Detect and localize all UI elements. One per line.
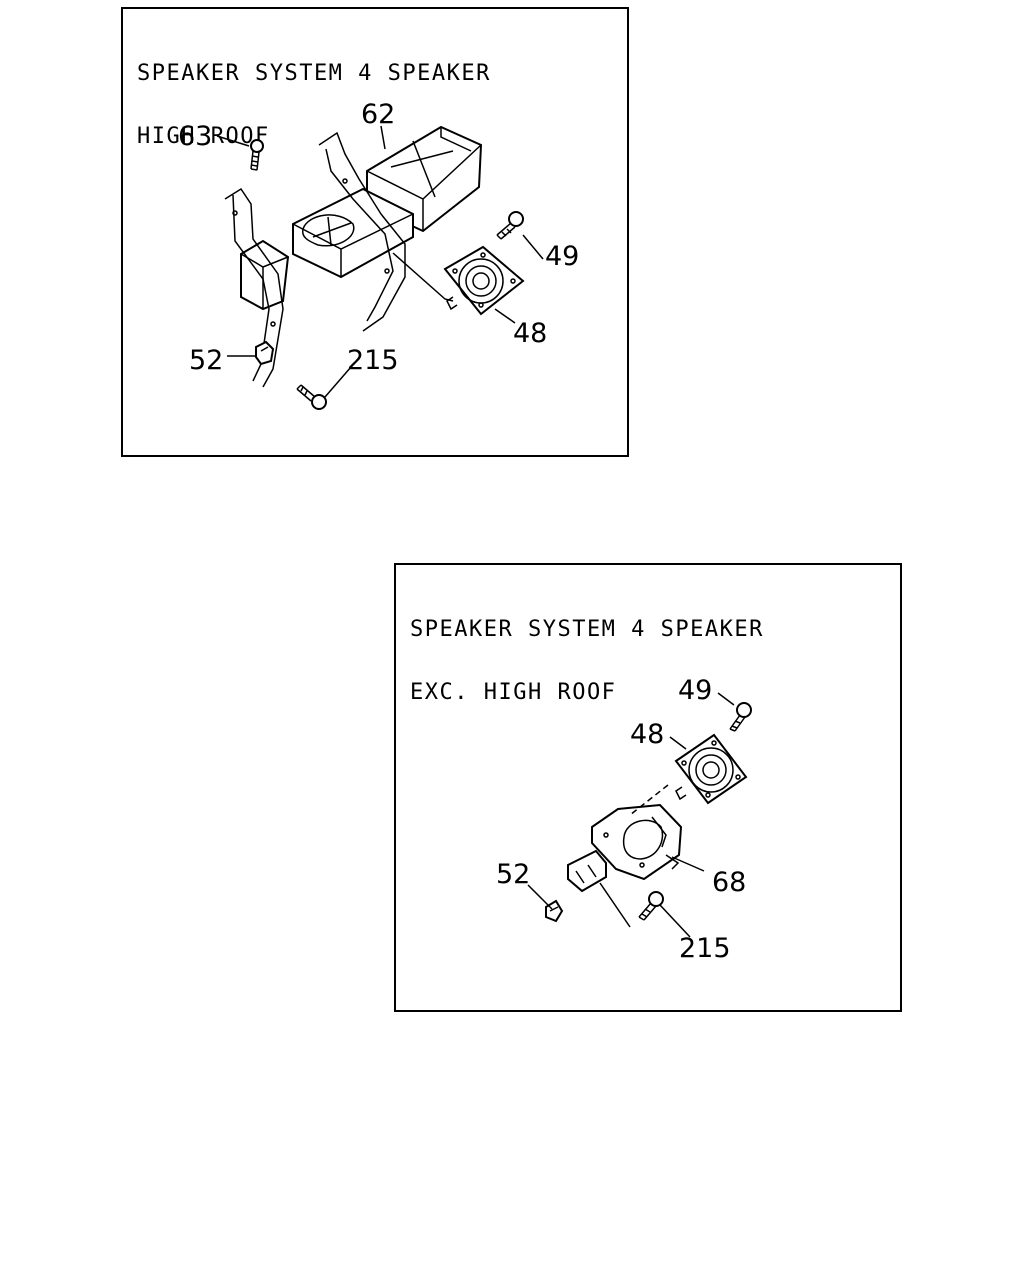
clip-52-icon bbox=[545, 899, 564, 923]
diagram-panel-high-roof: SPEAKER SYSTEM 4 SPEAKER HIGH ROOF bbox=[121, 7, 629, 457]
screw-49-icon bbox=[729, 702, 752, 732]
callout-68: 68 bbox=[712, 867, 746, 898]
screw-49-icon bbox=[496, 211, 524, 240]
speaker-assembly-drawing: 49 48 52 68 215 bbox=[496, 675, 752, 964]
callout-49: 49 bbox=[678, 675, 712, 706]
callout-52: 52 bbox=[189, 345, 223, 376]
speaker-48-icon bbox=[443, 245, 525, 316]
callout-215: 215 bbox=[679, 933, 731, 964]
speaker-48-icon bbox=[674, 733, 748, 805]
diagram-title-line1: SPEAKER SYSTEM 4 SPEAKER bbox=[410, 617, 764, 642]
diagram-title-line1: SPEAKER SYSTEM 4 SPEAKER bbox=[137, 61, 491, 86]
callout-215: 215 bbox=[347, 345, 399, 376]
speaker-assembly-drawing: 63 62 49 48 52 215 bbox=[178, 99, 579, 410]
diagram-title-line2: EXC. HIGH ROOF bbox=[410, 680, 617, 705]
callout-63: 63 bbox=[178, 121, 212, 152]
diagram-title: SPEAKER SYSTEM 4 SPEAKER EXC. HIGH ROOF bbox=[410, 577, 764, 745]
callout-52: 52 bbox=[496, 859, 530, 890]
roof-speaker-console-icon bbox=[224, 125, 483, 388]
diagram-panel-exc-high-roof: SPEAKER SYSTEM 4 SPEAKER EXC. HIGH ROOF bbox=[394, 563, 902, 1012]
bolt-215-icon bbox=[638, 891, 664, 921]
callout-62: 62 bbox=[361, 99, 395, 130]
callout-48: 48 bbox=[513, 318, 547, 349]
callout-49: 49 bbox=[545, 241, 579, 272]
callout-48: 48 bbox=[630, 719, 664, 750]
clip-52-icon bbox=[255, 340, 275, 366]
bolt-63-icon bbox=[250, 139, 264, 171]
speaker-bracket-68-icon bbox=[567, 803, 683, 893]
bolt-215-icon bbox=[296, 384, 327, 410]
